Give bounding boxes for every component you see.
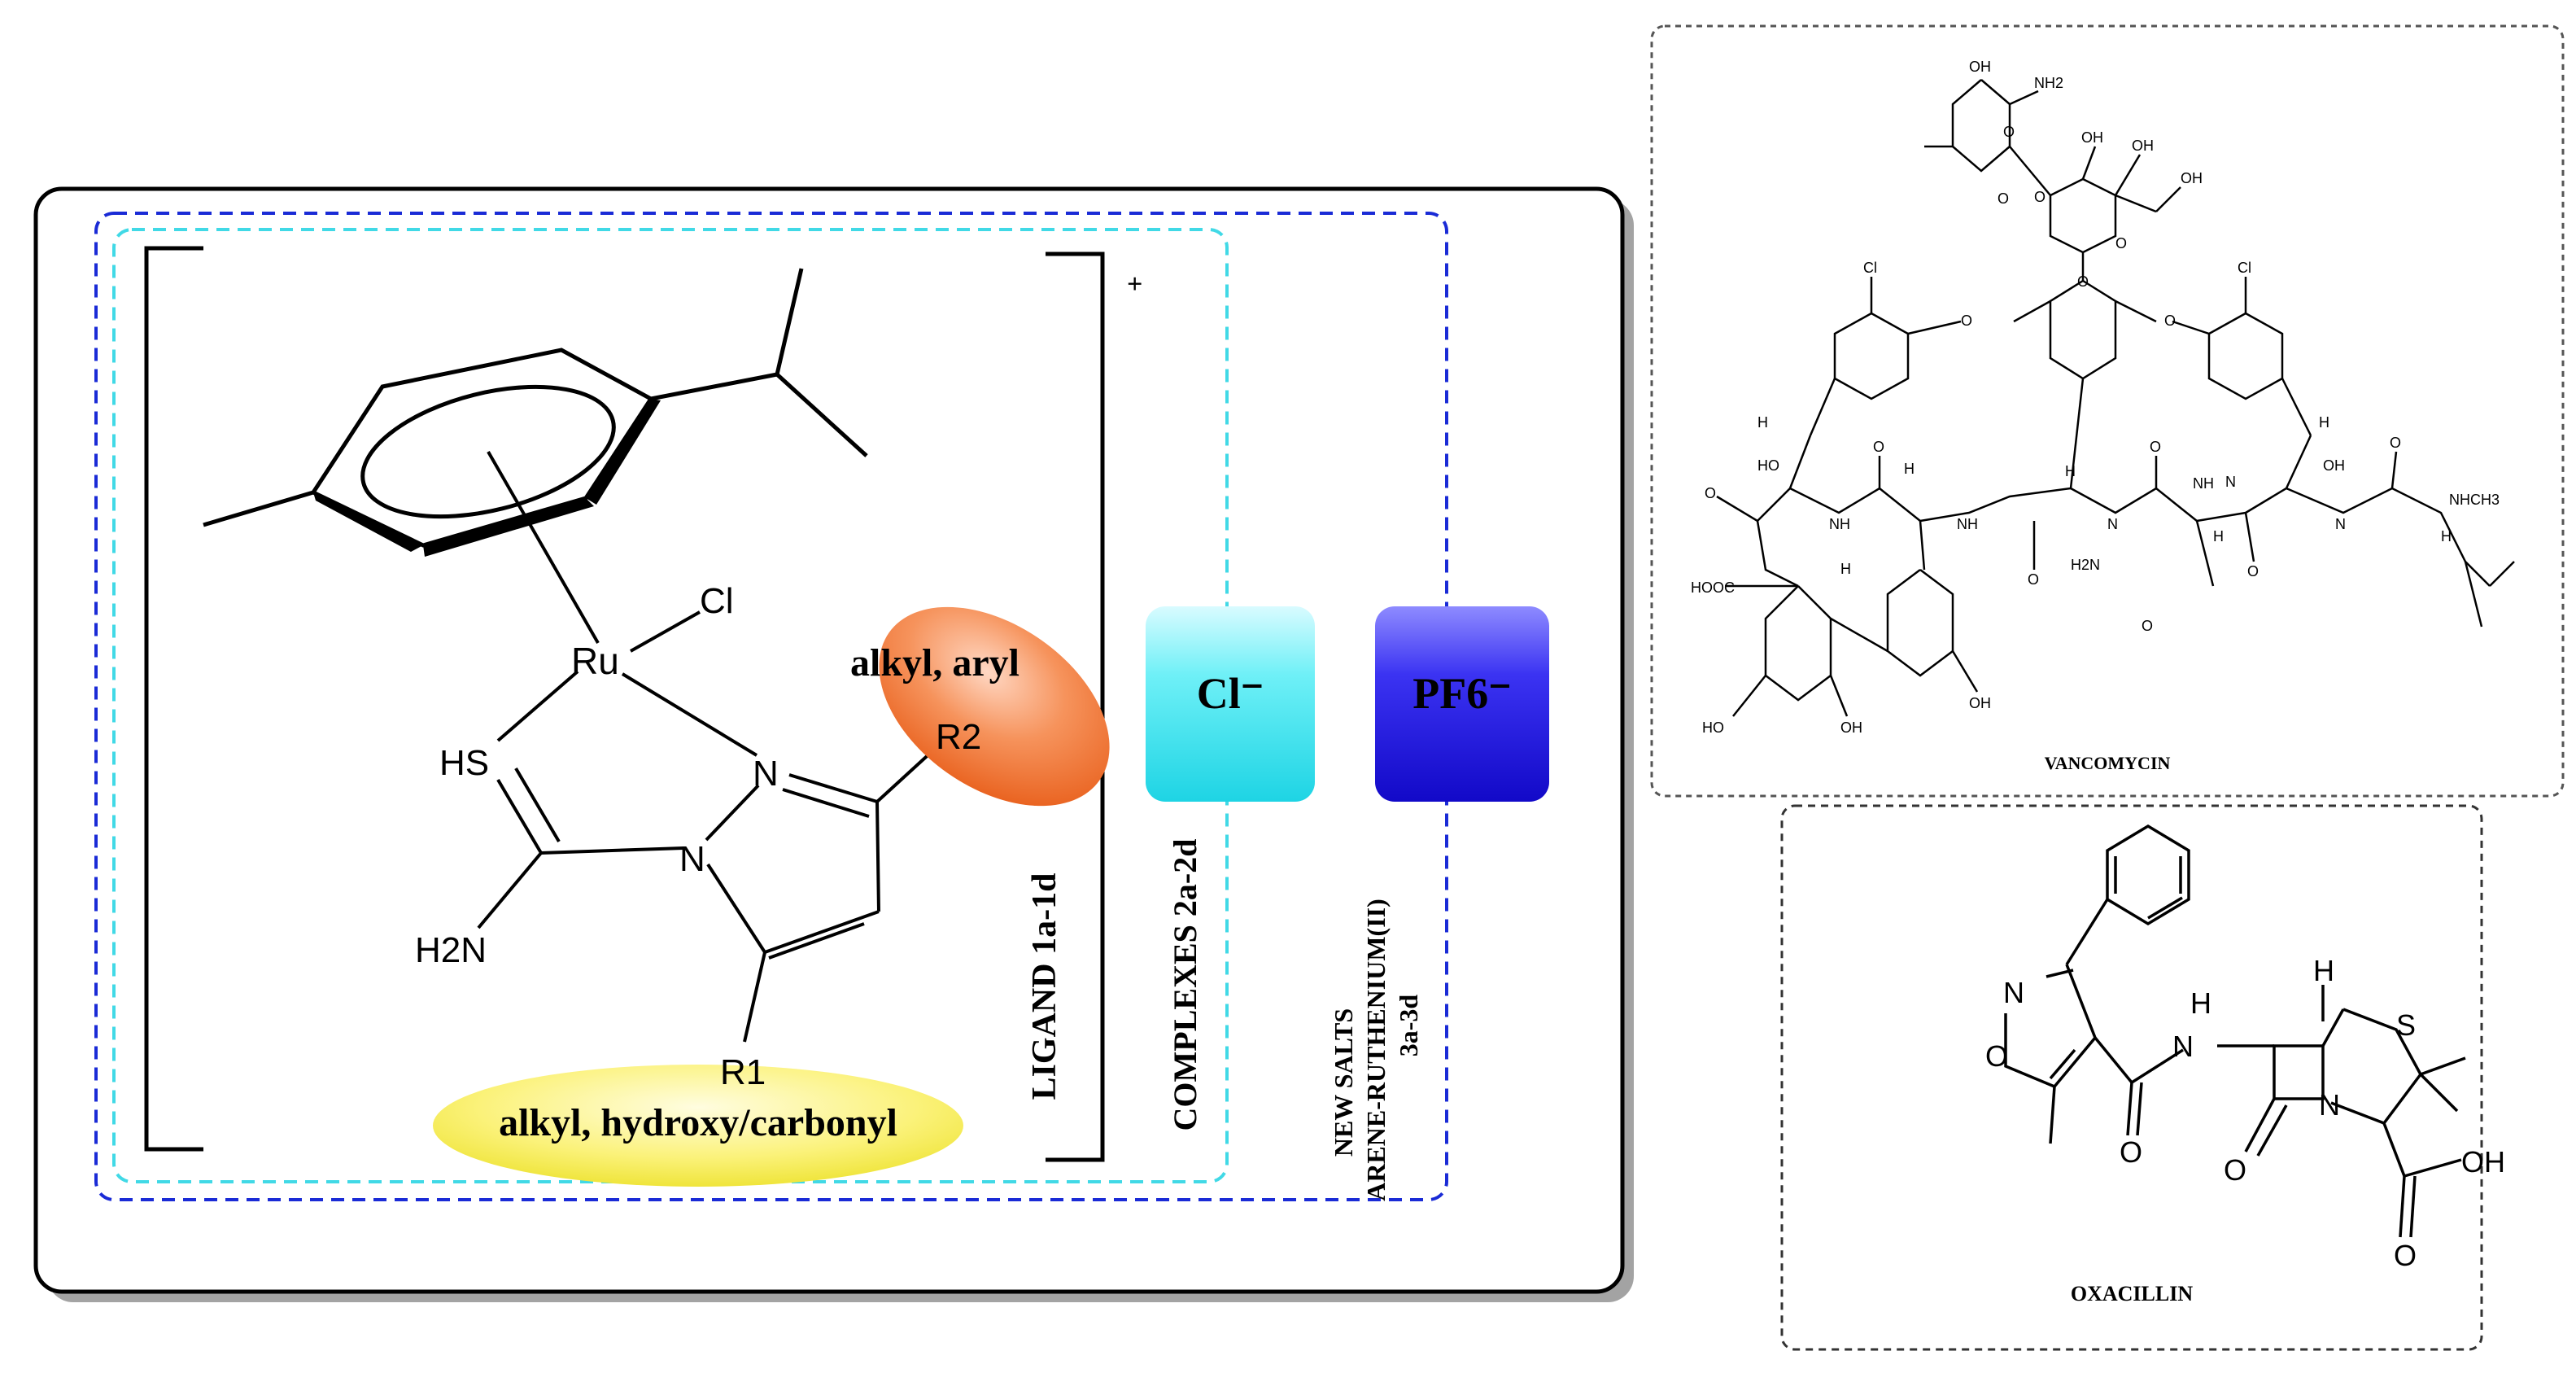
van-o-amide-7: O [2142,618,2153,634]
chloride-label: Cl⁻ [1197,669,1264,718]
van-oh-bottom-2: OH [1969,695,1991,711]
van-n-3: N [2335,516,2346,532]
left-bracket [144,246,203,1152]
right-bracket [1046,251,1105,1162]
r1-group-label: alkyl, hydroxy/carbonyl [499,1101,897,1144]
oxa-o-lactam: O [2224,1153,2246,1187]
oxacillin-frame [1780,804,2483,1351]
van-o-ether-left: O [1961,313,1972,329]
oxa-h-bridge: H [2313,954,2334,987]
oxacillin-structure [2004,824,2466,1238]
oxa-n-lactam: N [2319,1088,2340,1122]
atom-ru: Ru [571,640,619,682]
van-o-link-2: O [1997,190,2009,207]
van-h-5: H [1840,561,1851,577]
van-h2n: H2N [2071,557,2100,573]
r2-group-label: alkyl, aryl [850,641,1019,684]
van-nh-3: NH [2193,475,2214,492]
vancomycin-name: VANCOMYCIN [2045,753,2171,773]
ligand-label: LIGAND 1a-1d [1026,873,1063,1100]
atom-cl: Cl [700,581,734,621]
van-h-left: H [1757,414,1768,431]
atom-n-ring: N [679,839,705,879]
ru-complex-core [477,451,945,1043]
vancomycin-structure [1716,79,2515,717]
van-ho-bottom-1: HO [1702,719,1724,736]
van-o-amide-2: O [1873,439,1884,455]
oxa-o-acid: O [2394,1239,2417,1272]
oxa-o-isox: O [1985,1039,2008,1073]
van-nh2: NH2 [2034,75,2063,91]
van-oh-glc-1: OH [2081,129,2103,146]
van-o-glc-link: O [2077,273,2089,290]
atom-r2: R2 [936,717,981,757]
van-oh-sugar-top: OH [1969,59,1991,75]
main-panel: + [33,186,1634,1302]
oxacillin-atoms: N O H N H S O O N OH O [1985,954,2505,1272]
atom-n-ring-top: N [753,754,779,794]
new-salts-label-line3: 3a-3d [1394,995,1423,1057]
van-n-1: N [2107,516,2118,532]
complexes-label: COMPLEXES 2a-2d [1167,839,1203,1131]
atom-r1: R1 [720,1052,766,1092]
arene-ring [203,268,868,557]
van-o-ring: O [2115,235,2127,251]
salts-dashed-box [94,212,1448,1201]
van-h-right: H [2319,414,2329,431]
van-o-amide-6: O [2390,435,2401,451]
van-oh-glc-3: OH [2181,170,2203,186]
oxacillin-name: OXACILLIN [2071,1282,2193,1305]
van-o-ring-1: O [2003,124,2015,140]
r1-highlight-blob [433,1065,963,1187]
new-salts-label-line2: ARENE-RUTHENIUM(II) [1361,899,1391,1201]
van-o-amide-3: O [2028,571,2039,588]
oxacillin-panel: N O H N H S O O N OH O OXACILLIN [1780,804,2505,1351]
van-oh-bottom-1: OH [1840,719,1862,736]
chloride-box [1146,606,1315,802]
atom-hs: HS [439,743,489,783]
new-salts-label-line1: NEW SALTS [1329,1008,1358,1157]
van-n-2: N [2225,474,2236,490]
van-ho-left: HO [1757,457,1779,474]
van-o-link: O [2034,189,2046,205]
oxa-oh-acid: OH [2461,1145,2505,1179]
van-nh-1: NH [1829,516,1850,532]
van-o-amide-4: O [2150,439,2161,455]
van-oh-right: OH [2323,457,2345,474]
van-cl-left: Cl [1863,260,1877,276]
van-h-1: H [1904,461,1915,477]
vancomycin-atoms: OH NH2 OH OH OH O O O O O Cl Cl O O H HO… [1691,59,2500,736]
van-h-2: H [2065,463,2076,479]
van-oh-glc-2: OH [2132,138,2154,154]
van-h-3: H [2213,528,2224,544]
oxa-h-nh: H [2190,986,2211,1020]
van-cl-right: Cl [2238,260,2251,276]
pf6-box [1375,606,1549,802]
van-o-amide-1: O [1705,485,1716,501]
oxa-o-amide: O [2120,1135,2142,1169]
vancomycin-panel: OH NH2 OH OH OH O O O O O Cl Cl O O H HO… [1650,24,2565,798]
van-hooc: HOOC [1691,579,1735,596]
r2-highlight-blob [879,606,1110,807]
vancomycin-frame [1650,24,2565,798]
oxa-n-isox: N [2003,976,2024,1009]
atom-h2n: H2N [415,930,487,970]
pf6-label: PF6⁻ [1412,669,1511,718]
van-o-ether-right: O [2164,313,2176,329]
oxa-n-amide: N [2172,1030,2194,1063]
van-nhch3: NHCH3 [2449,492,2500,508]
van-h-4: H [2441,528,2452,544]
van-nh-2: NH [1957,516,1978,532]
charge-sign: + [1127,269,1142,300]
oxa-s: S [2396,1008,2416,1042]
van-o-amide-5: O [2247,563,2259,579]
